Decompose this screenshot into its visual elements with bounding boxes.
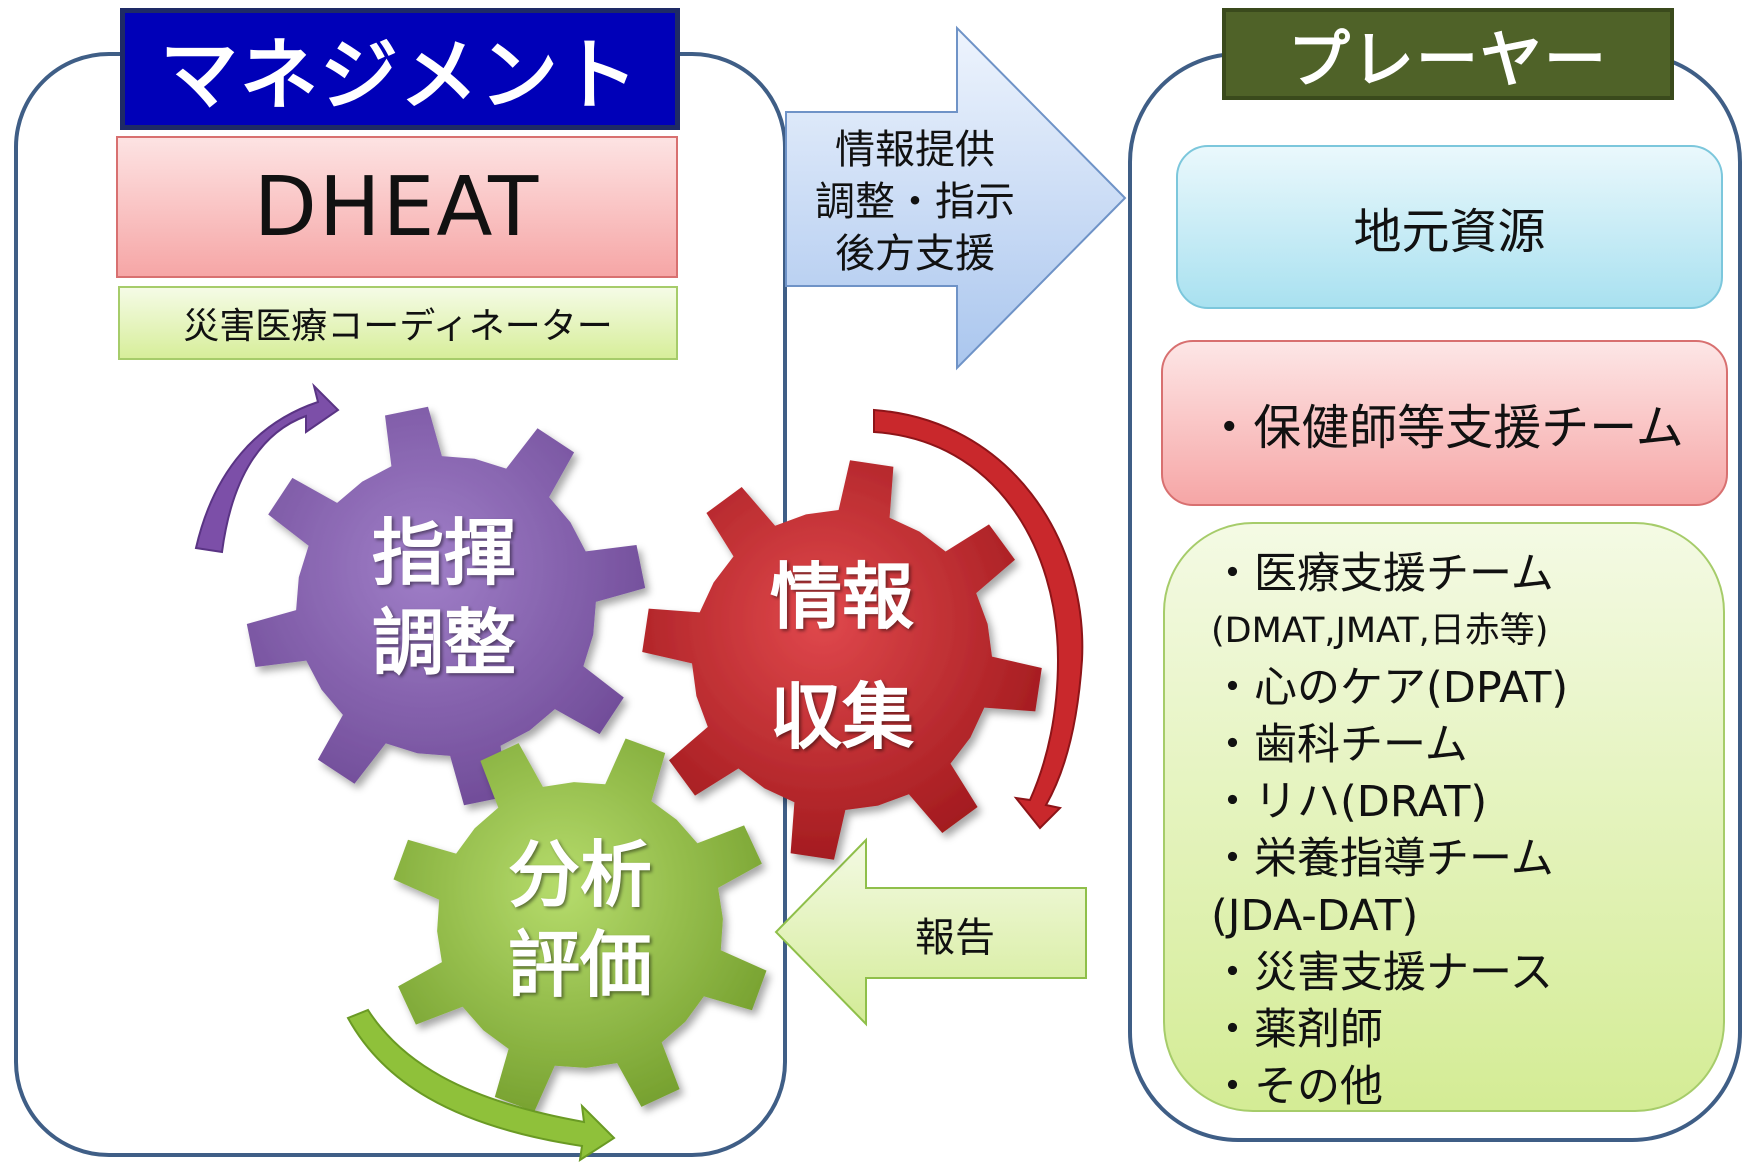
team-list-item: ・栄養指導チーム: [1211, 834, 1554, 884]
info-provision-line1: 情報提供: [835, 127, 995, 173]
green-cycle-arrow: [346, 1008, 616, 1163]
team-list-item: ・リハ(DRAT): [1211, 777, 1488, 827]
team-list-item: ・歯科チーム: [1211, 720, 1468, 770]
players-title: プレーヤー: [1222, 8, 1674, 100]
analysis-gear: [393, 738, 767, 1112]
command-gear-label: 指揮 調整: [334, 508, 554, 688]
team-list-item: (DMAT,JMAT,日赤等): [1211, 611, 1549, 651]
report-arrow: [774, 837, 1087, 1027]
team-list-item: ・災害支援ナース: [1211, 948, 1553, 998]
analysis-gear-label: 分析 評価: [470, 830, 690, 1010]
team-list-item: ・薬剤師: [1211, 1005, 1383, 1055]
purple-cycle-arrow: [194, 382, 340, 554]
public-health-nurse-team-box: ・保健師等支援チーム: [1161, 340, 1728, 506]
team-list-item: (JDA-DAT): [1211, 891, 1419, 941]
info-gear-label-line1: 情報: [769, 555, 914, 639]
team-list-item: ・心のケア(DPAT): [1211, 663, 1569, 713]
info-provision-line2: 調整・指示: [815, 179, 1015, 225]
info-gear-label: 情報 収集: [732, 552, 952, 762]
team-list-item: ・その他: [1211, 1062, 1383, 1112]
info-provision-label: 情報提供 調整・指示 後方支援: [800, 124, 1030, 280]
analysis-gear-label-line2: 評価: [507, 923, 652, 1007]
report-label: 報告: [915, 915, 995, 961]
info-provision-arrow: [785, 25, 1127, 371]
info-gear: [642, 460, 1042, 860]
command-gear-label-line1: 指揮: [371, 511, 516, 595]
command-gear-label-line2: 調整: [371, 601, 516, 685]
management-title: マネジメント: [120, 8, 680, 130]
info-gear-label-line2: 収集: [769, 675, 914, 759]
support-teams-box: ・医療支援チーム (DMAT,JMAT,日赤等) ・心のケア(DPAT) ・歯科チーム…: [1163, 522, 1725, 1112]
analysis-gear-label-line1: 分析: [507, 833, 652, 917]
info-provision-line3: 後方支援: [835, 231, 995, 277]
dheat-box: DHEAT: [116, 136, 678, 278]
local-resources-box: 地元資源: [1176, 145, 1723, 309]
disaster-medical-coordinator-box: 災害医療コーディネーター: [118, 286, 678, 360]
command-gear: [246, 406, 646, 806]
team-list-item: ・医療支援チーム: [1211, 549, 1554, 599]
red-cycle-arrow: [873, 408, 1084, 830]
